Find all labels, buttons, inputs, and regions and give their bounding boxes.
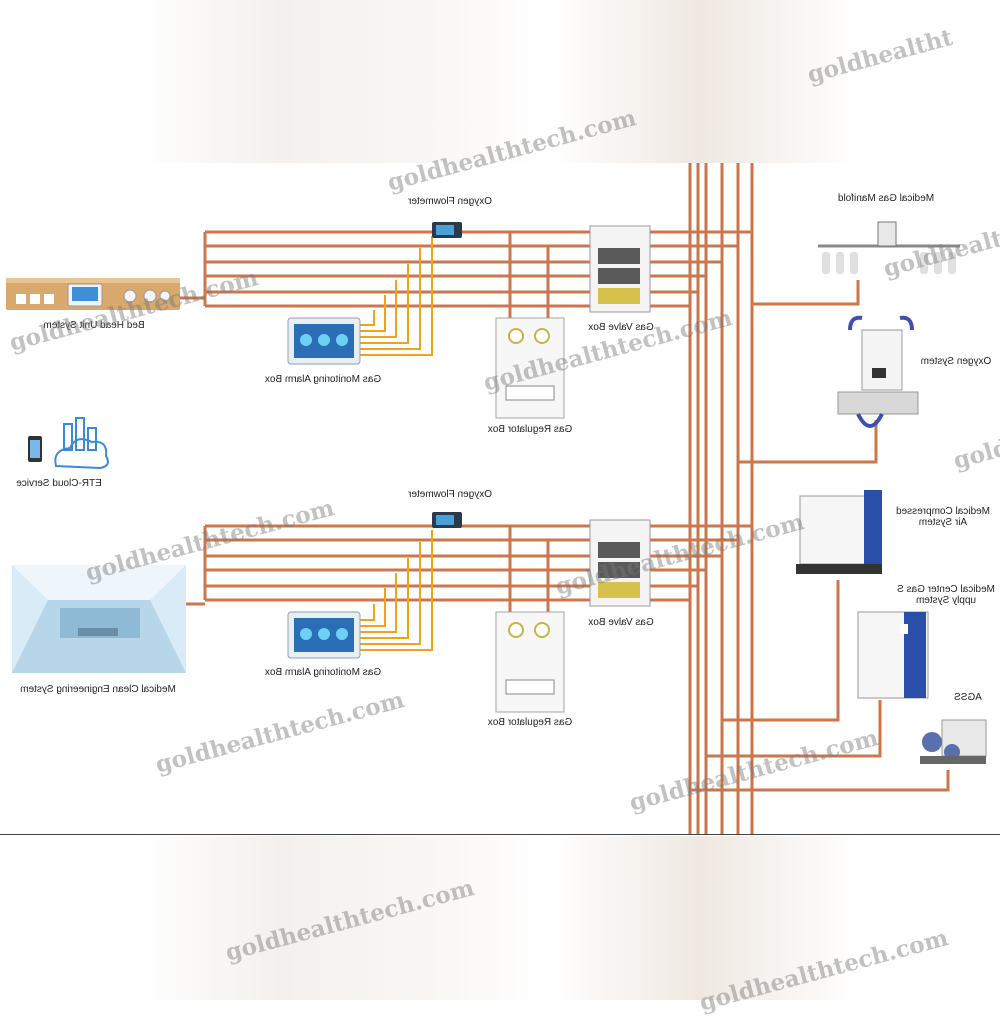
bottom-background-band [0,836,1000,1000]
compressed-air-graphic [796,490,882,574]
etr-cloud-graphic [28,417,109,470]
alarm-box-1-label: Gas Monitoring Alarm Box [264,374,382,385]
oxygen-system-graphic [837,315,919,428]
valve-box-2-graphic [589,519,651,607]
medical-clean-label: Medical Clean Engineering System [20,684,176,695]
regulator-box-1-graphic [495,317,565,419]
regulator-box-2-label: Gas Regulator Box [487,717,573,728]
alarm-box-1-graphic [287,317,361,365]
oxygen-flowmeter-1-graphic [432,222,462,238]
center-gas-label: Medical Center Gas S upply System [897,584,995,606]
regulator-box-1-label: Gas Regulator Box [487,424,573,435]
valve-box-2-label: Gas Valve Box [588,617,654,628]
oxygen-flowmeter-2-label: Oxygen Flowmeter [408,489,492,500]
upper-branch-pipes [180,226,752,320]
gas-manifold-graphic [818,221,960,274]
gas-manifold-label: Medical Gas Manifold [837,193,935,204]
bed-head-unit-label: Bed Head Unit System [43,320,145,331]
lower-branch-pipes [185,524,752,614]
alarm-box-2-graphic [287,611,361,659]
oxygen-system-label: Oxygen System [920,356,992,367]
agss-graphic [920,719,987,764]
clean-room-graphic [12,565,186,673]
main-risers [688,163,754,834]
bottom-divider-line [0,834,1000,835]
oxygen-flowmeter-2-graphic [432,512,462,528]
valve-box-1-graphic [589,225,651,313]
source-pipes [690,280,950,792]
valve-box-1-label: Gas Valve Box [588,322,654,333]
upper-signal-cables [360,236,433,356]
alarm-box-2-label: Gas Monitoring Alarm Box [264,667,382,678]
center-gas-graphic [857,611,929,699]
etr-cloud-label: ETR-Cloud Service [16,478,102,489]
compressed-air-label: Medical Compressed Air System [896,506,990,528]
agss-label: AGSS [954,692,982,703]
lower-signal-cables [360,530,433,651]
bed-head-unit-graphic [6,278,180,310]
oxygen-flowmeter-1-label: Oxygen Flowmeter [408,196,492,207]
regulator-box-2-graphic [495,611,565,713]
top-background-band [0,0,1000,163]
